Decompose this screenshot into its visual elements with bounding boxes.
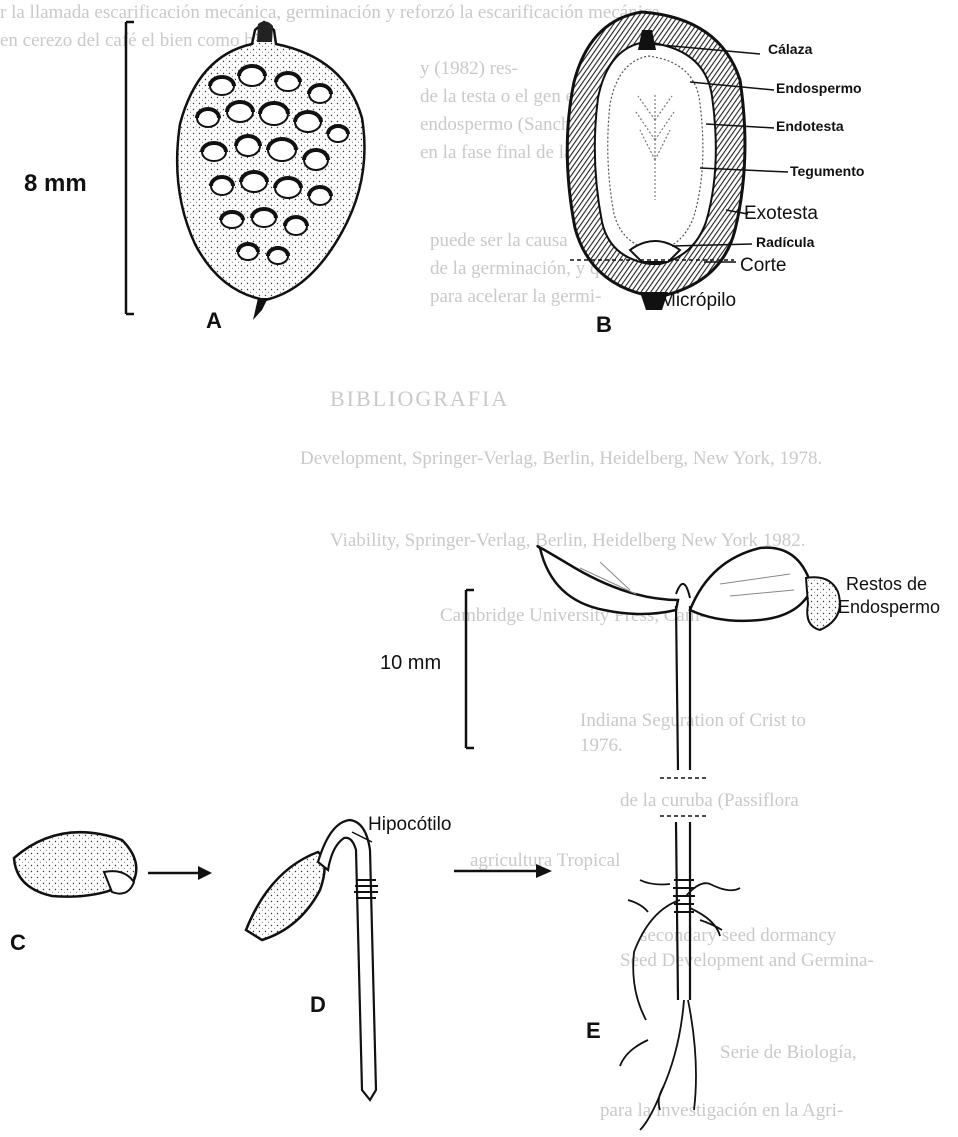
label-exotesta: Exotesta <box>744 203 818 225</box>
label-remains-line1: Restos de <box>846 574 927 595</box>
panel-c-seed <box>14 832 212 896</box>
label-radicle: Radícula <box>756 234 814 250</box>
label-micropyle: Micrópilo <box>660 290 736 312</box>
panel-a-seed <box>126 21 365 320</box>
label-hypocotyl: Hipocótilo <box>368 814 451 836</box>
seed-d <box>246 852 325 940</box>
cotyledon-left <box>538 546 678 614</box>
panel-letter-e: E <box>586 1018 601 1044</box>
label-tegument: Tegumento <box>790 163 864 179</box>
label-remains-line2: Endospermo <box>838 597 940 618</box>
panel-letter-b: B <box>596 312 612 338</box>
stem-e <box>676 606 690 770</box>
label-endosperm: Endospermo <box>776 80 862 96</box>
scale-label-e: 10 mm <box>380 652 441 675</box>
root-system <box>620 880 740 1130</box>
label-endotesta: Endotesta <box>776 118 844 134</box>
panel-letter-c: C <box>10 930 26 956</box>
panel-letter-d: D <box>310 992 326 1018</box>
panel-d-seedling <box>246 820 552 1100</box>
panel-e-seedling <box>466 546 840 1130</box>
hypocotyl-d <box>318 820 376 1100</box>
label-cut: Corte <box>740 255 786 277</box>
micropyle-tip-a <box>253 298 268 320</box>
endosperm-remains <box>806 577 840 630</box>
scale-label-a: 8 mm <box>24 170 87 198</box>
panel-letter-a: A <box>206 308 222 334</box>
label-chalaza: Cálaza <box>768 41 812 57</box>
cotyledon-right <box>690 548 812 621</box>
